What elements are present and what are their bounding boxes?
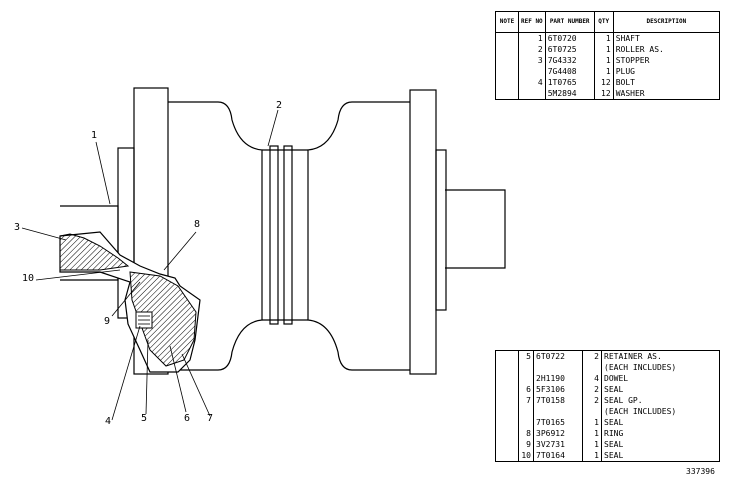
right-flange — [409, 89, 437, 375]
header-qty: QTY — [594, 11, 614, 33]
right-tread — [307, 101, 410, 371]
shaft-right — [445, 189, 506, 269]
header-note: NOTE — [495, 11, 519, 33]
callout-4: 4 — [105, 416, 112, 427]
header-part-number: PART NUMBER — [545, 11, 595, 33]
callout-8: 8 — [194, 219, 201, 230]
callout-9: 9 — [104, 316, 111, 327]
callout-10: 10 — [22, 273, 35, 284]
callout-2: 2 — [276, 100, 283, 111]
header-ref-no: REF NO — [518, 11, 546, 33]
callout-3: 3 — [14, 222, 21, 233]
header-description: DESCRIPTION — [613, 11, 720, 33]
table-row: (EACH INCLUDES) — [495, 406, 720, 417]
callout-7: 7 — [207, 413, 214, 424]
stopper-section — [59, 233, 130, 271]
figure-number: 337396 — [686, 467, 715, 476]
center-ring-2 — [283, 145, 293, 325]
parts-table-header: NOTE REF NO PART NUMBER QTY DESCRIPTION — [495, 11, 720, 33]
center-ring-1 — [269, 145, 279, 325]
callout-6: 6 — [184, 413, 191, 424]
callout-1: 1 — [91, 130, 98, 141]
left-tread — [168, 101, 263, 371]
right-collar — [435, 149, 447, 311]
left-flange — [133, 87, 169, 375]
parts-table-top: NOTE REF NO PART NUMBER QTY DESCRIPTION … — [495, 11, 720, 100]
callout-5: 5 — [141, 413, 148, 424]
table-row: (EACH INCLUDES) — [495, 362, 720, 373]
